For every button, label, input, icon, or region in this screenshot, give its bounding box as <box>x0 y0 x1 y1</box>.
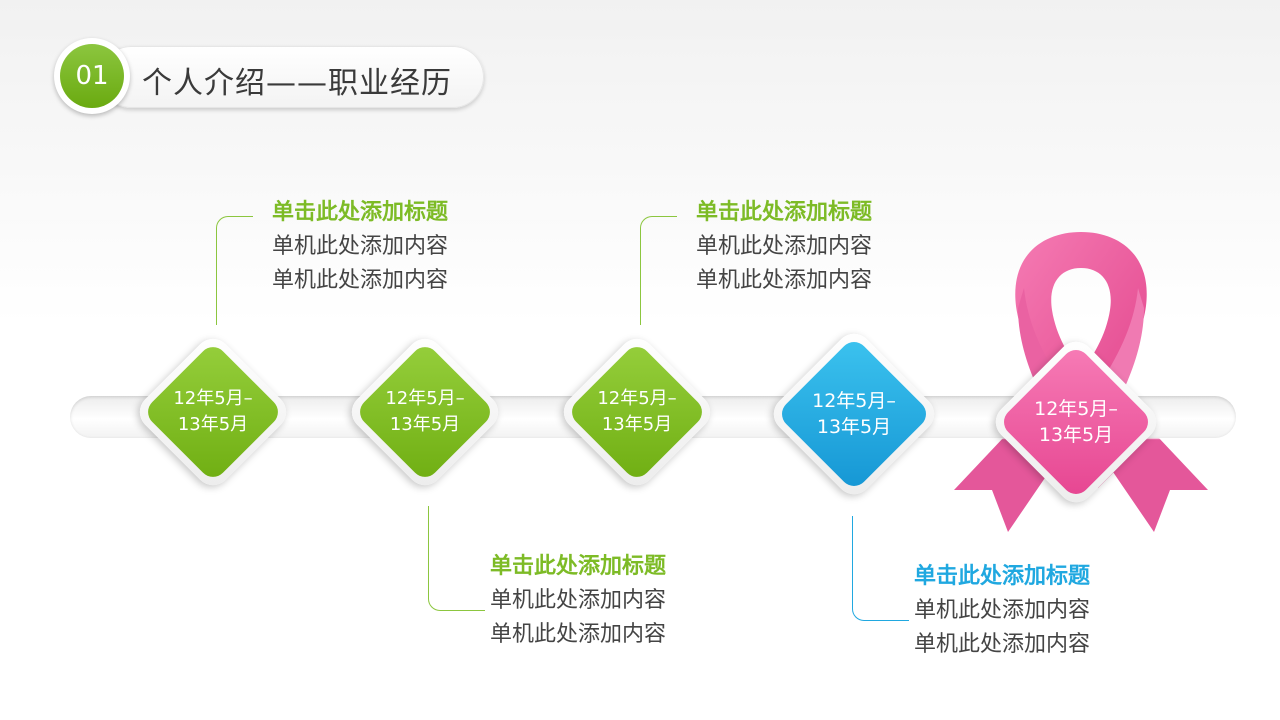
connector-line <box>852 516 909 621</box>
connector-line <box>640 216 677 325</box>
milestone-date-line2: 13年5月 <box>177 414 249 435</box>
caption-line: 单机此处添加内容 <box>696 234 873 259</box>
caption-line: 单机此处添加内容 <box>490 588 667 613</box>
caption-block: 单击此处添加标题 单机此处添加内容 单机此处添加内容 <box>490 550 666 652</box>
milestone-date-line2: 13年5月 <box>1038 424 1114 446</box>
caption-title: 单击此处添加标题 <box>696 200 873 225</box>
caption-block: 单击此处添加标题 单机此处添加内容 单机此处添加内容 <box>914 560 1090 662</box>
milestone-diamond: 12年5月– 13年5月 <box>556 331 718 493</box>
caption-line: 单机此处添加内容 <box>272 268 449 293</box>
caption-block: 单击此处添加标题 单机此处添加内容 单机此处添加内容 <box>696 196 872 298</box>
milestone-date-line2: 13年5月 <box>389 414 461 435</box>
caption-title: 单击此处添加标题 <box>272 200 449 225</box>
milestone-date-line1: 12年5月– <box>597 388 677 409</box>
milestone-diamond: 12年5月– 13年5月 <box>132 331 294 493</box>
caption-line: 单机此处添加内容 <box>272 234 449 259</box>
milestone-date-line2: 13年5月 <box>816 416 892 438</box>
milestone-date-line1: 12年5月– <box>812 390 896 412</box>
section-number: 01 <box>60 44 124 108</box>
caption-title: 单击此处添加标题 <box>490 554 667 579</box>
milestone-diamond: 12年5月– 13年5月 <box>766 326 942 502</box>
connector-line <box>216 216 253 325</box>
header-pill <box>100 46 484 108</box>
caption-line: 单机此处添加内容 <box>914 598 1091 623</box>
connector-line <box>428 506 485 611</box>
milestone-diamond: 12年5月– 13年5月 <box>344 331 506 493</box>
milestone-date-line1: 12年5月– <box>173 388 253 409</box>
page-title: 个人介绍——职业经历 <box>142 66 452 101</box>
caption-title: 单击此处添加标题 <box>914 564 1091 589</box>
caption-line: 单机此处添加内容 <box>914 632 1091 657</box>
caption-block: 单击此处添加标题 单机此处添加内容 单机此处添加内容 <box>272 196 448 298</box>
milestone-diamond: 12年5月– 13年5月 <box>988 334 1164 510</box>
milestone-date-line1: 12年5月– <box>385 388 465 409</box>
caption-line: 单机此处添加内容 <box>490 622 667 647</box>
milestone-date-line2: 13年5月 <box>601 414 673 435</box>
caption-line: 单机此处添加内容 <box>696 268 873 293</box>
milestone-date-line1: 12年5月– <box>1034 398 1118 420</box>
